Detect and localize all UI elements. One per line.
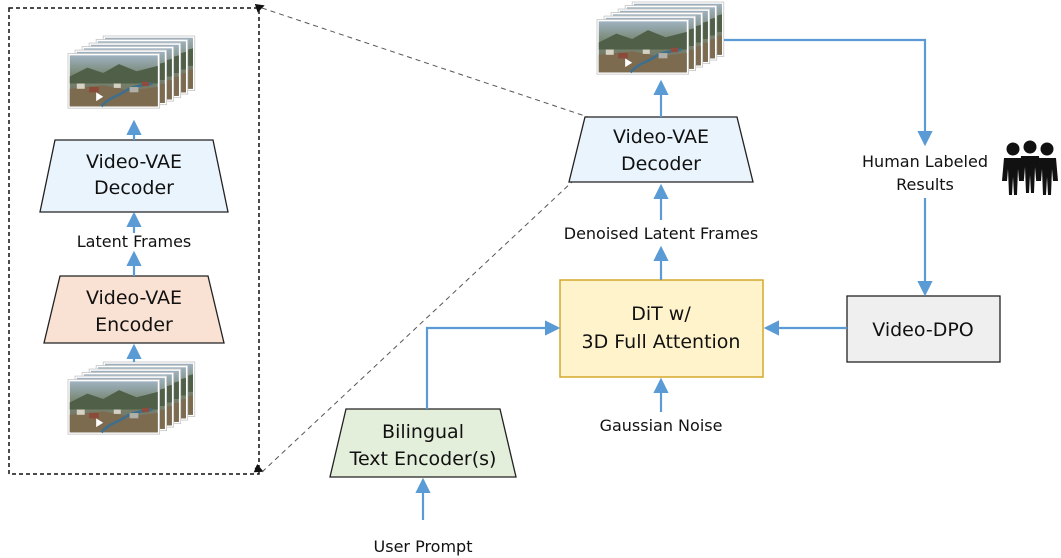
denoised-latent-frames-label: Denoised Latent Frames	[564, 224, 758, 243]
main-decoder: Video-VAE Decoder	[568, 116, 754, 183]
inset-latent-frames-label: Latent Frames	[77, 232, 192, 251]
text-encoder-line2: Text Encoder(s)	[349, 448, 497, 470]
user-prompt-label: User Prompt	[374, 537, 473, 556]
video-dpo-label: Video-DPO	[872, 319, 974, 341]
inset-encoder-line2: Encoder	[95, 314, 173, 336]
inset-decoder-line1: Video-VAE	[86, 151, 182, 173]
video-dpo-box: Video-DPO	[846, 295, 1001, 363]
dit-box: DiT w/ 3D Full Attention	[559, 279, 764, 378]
zoom-guide-top	[261, 7, 589, 118]
people-group-icon	[1002, 140, 1058, 195]
inset-decoder-line2: Decoder	[94, 177, 174, 199]
gaussian-noise-label: Gaussian Noise	[600, 416, 723, 435]
dit-line1: DiT w/	[631, 303, 691, 325]
arrow-output-to-human	[724, 38, 933, 147]
inset-corner-arrow-top	[254, 4, 265, 13]
video-frames-stack-icon	[68, 36, 195, 108]
human-labeled-line2: Results	[896, 175, 954, 194]
dit-line2: 3D Full Attention	[582, 331, 741, 353]
inset-encoder-line1: Video-VAE	[86, 287, 182, 309]
human-labeled-line1: Human Labeled	[862, 152, 988, 171]
inset-panel	[8, 7, 260, 475]
arrow-text-encoder-to-dit	[425, 320, 561, 409]
text-encoder-line1: Bilingual	[382, 421, 464, 443]
inset-encoder: Video-VAE Encoder	[43, 275, 225, 344]
inset-corner-arrow-bottom	[253, 464, 264, 473]
inset-decoder: Video-VAE Decoder	[39, 139, 229, 213]
video-frames-stack-icon	[68, 362, 195, 434]
play-icon	[96, 92, 104, 102]
zoom-guide-bottom	[261, 181, 573, 473]
play-icon	[96, 418, 104, 428]
play-icon	[625, 58, 633, 68]
main-decoder-line1: Video-VAE	[613, 126, 709, 148]
main-decoder-line2: Decoder	[621, 153, 701, 175]
video-frames-stack-icon	[597, 2, 724, 74]
text-encoder: Bilingual Text Encoder(s)	[329, 408, 517, 478]
